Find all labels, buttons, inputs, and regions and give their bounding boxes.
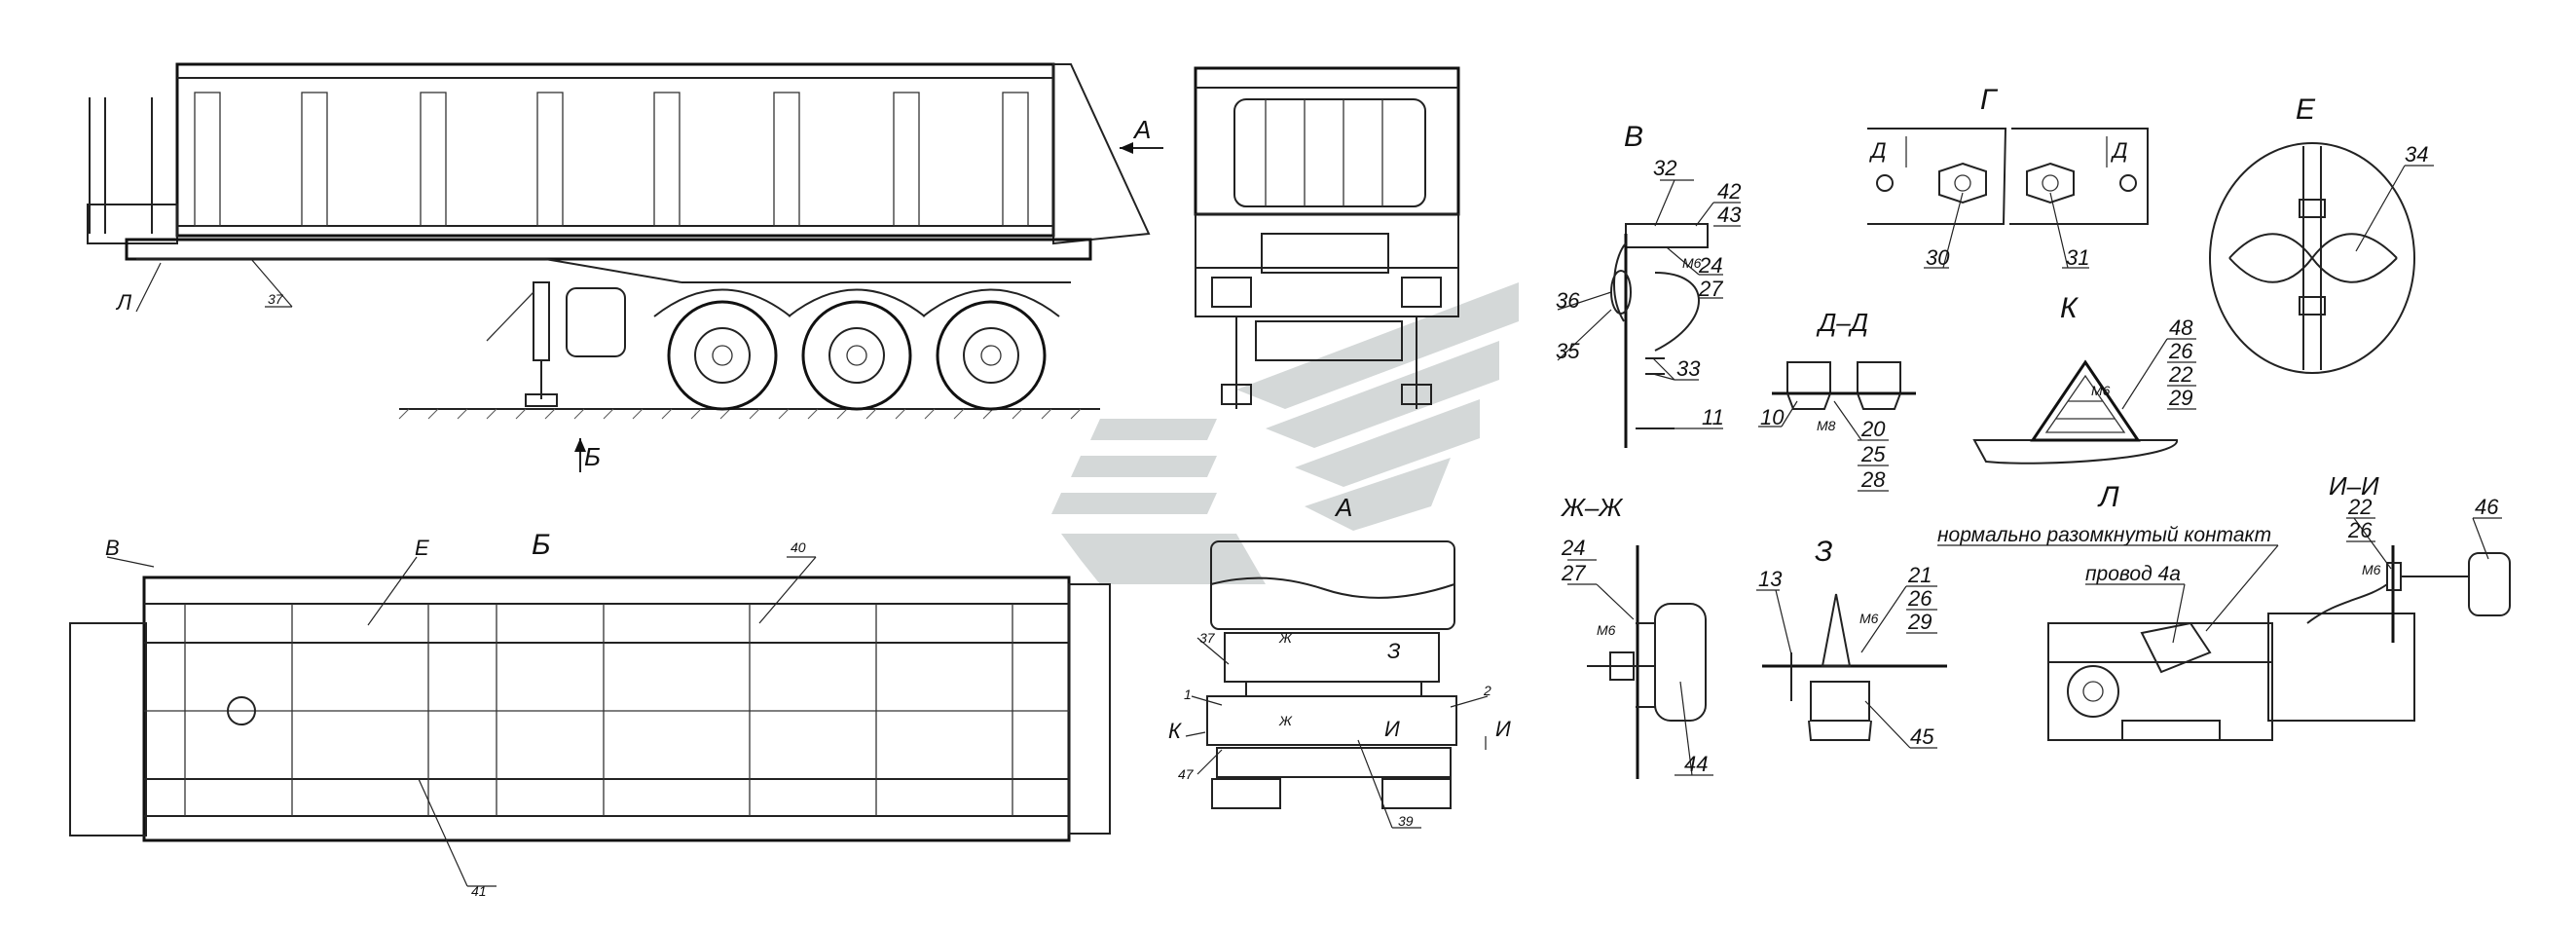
- watermark-logo: [1051, 282, 1519, 584]
- detail-ii: И–И 22 26 М6 46: [2267, 471, 2511, 722]
- callout-plan-40: 40: [791, 539, 806, 555]
- callout-ii-26: 26: [2347, 518, 2373, 542]
- rear-view: [1194, 66, 1460, 409]
- view-a-title: А: [1334, 493, 1352, 522]
- callout-v-33: 33: [1676, 356, 1701, 381]
- callout-l-note1: нормально разомкнутый контакт: [1937, 524, 2271, 546]
- callout-dd-20: 20: [1860, 417, 1886, 441]
- callout-k-29: 29: [2168, 386, 2192, 410]
- callout-k-26: 26: [2168, 339, 2193, 363]
- callout-ii-22: 22: [2347, 495, 2372, 519]
- wheel-3: [936, 300, 1047, 411]
- callout-z-13: 13: [1758, 567, 1783, 591]
- callout-dd-10: 10: [1760, 405, 1785, 429]
- callout-k-m6: М6: [2091, 383, 2111, 398]
- callout-v-11: 11: [1702, 405, 1724, 429]
- callout-dd-28: 28: [1860, 467, 1886, 492]
- callout-main-l: Л: [115, 290, 132, 315]
- callout-v-24: 24: [1698, 253, 1722, 278]
- callout-k-48: 48: [2169, 316, 2193, 340]
- callout-ii-m6: М6: [2362, 562, 2381, 577]
- callout-zh-24: 24: [1561, 536, 1585, 560]
- callout-v-43: 43: [1717, 203, 1742, 227]
- callout-plan-v: В: [105, 536, 120, 560]
- wheel-1: [667, 300, 778, 411]
- detail-zhzh: Ж–Ж 24 27 М6 44: [1560, 493, 1713, 779]
- callout-v-36: 36: [1556, 288, 1580, 313]
- callout-z-m6: М6: [1859, 611, 1879, 626]
- callout-v-42: 42: [1717, 179, 1741, 204]
- detail-e-title: Е: [2296, 93, 2316, 126]
- callout-g-d2: Д: [2110, 138, 2128, 163]
- callout-z-26: 26: [1907, 586, 1932, 611]
- callout-dd-m8: М8: [1817, 418, 1836, 433]
- detail-g-title: Г: [1980, 84, 1999, 116]
- callout-ra-37: 37: [1199, 630, 1216, 646]
- callout-g-30: 30: [1926, 245, 1950, 270]
- detail-dd-title: Д–Д: [1816, 308, 1868, 337]
- callout-z-45: 45: [1910, 725, 1934, 749]
- callout-zh-44: 44: [1684, 752, 1708, 776]
- callout-v-35: 35: [1556, 339, 1580, 363]
- detail-k: К М6 48 26 22 29: [1972, 292, 2196, 464]
- callout-ra-zh: Ж: [1278, 630, 1293, 646]
- detail-zhzh-title: Ж–Ж: [1560, 493, 1624, 522]
- detail-e: Е 34: [2209, 93, 2434, 374]
- callout-ra-z: З: [1387, 639, 1401, 663]
- callout-dd-25: 25: [1860, 442, 1886, 466]
- callout-v-27: 27: [1698, 277, 1723, 301]
- callout-ra-i: И: [1384, 717, 1400, 741]
- detail-g: Г Д Д 30 31: [1867, 84, 2149, 270]
- detail-k-title: К: [2060, 292, 2079, 324]
- detail-ii-title: И–И: [2329, 471, 2379, 501]
- callout-k-22: 22: [2168, 362, 2192, 387]
- callout-g-31: 31: [2066, 245, 2089, 270]
- detail-z-title: З: [1815, 536, 1832, 568]
- callout-ra-2: 2: [1483, 683, 1491, 698]
- callout-ra-k: К: [1168, 719, 1182, 743]
- view-arrow-b-label: Б: [584, 442, 601, 471]
- detail-l: Л нормально разомкнутый контакт провод 4…: [1937, 481, 2279, 741]
- callout-g-d1: Д: [1868, 138, 1887, 163]
- detail-v: В 32 42 43 24 27 М6 36 35 33 11: [1556, 121, 1742, 448]
- callout-ra-zh2: Ж: [1278, 713, 1293, 728]
- callout-v-32: 32: [1653, 156, 1676, 180]
- callout-v-m6: М6: [1682, 255, 1702, 271]
- callout-ra-47: 47: [1178, 766, 1195, 782]
- callout-zh-27: 27: [1561, 561, 1586, 585]
- callout-l-note2: провод 4а: [2085, 563, 2181, 585]
- callout-z-21: 21: [1907, 563, 1932, 587]
- callout-plan-e: Е: [415, 536, 429, 560]
- plan-view: Б В Е 40 41: [69, 529, 1111, 899]
- trailer-side-view: А Б Л 37: [87, 62, 1163, 472]
- callout-main-37: 37: [268, 291, 284, 307]
- callout-ra-39: 39: [1398, 813, 1414, 829]
- callout-ii-46: 46: [2475, 495, 2499, 519]
- detail-v-title: В: [1624, 121, 1643, 153]
- detail-z: З 13 21 26 29 М6 45: [1756, 536, 1947, 749]
- view-arrow-a-label: А: [1132, 115, 1151, 144]
- view-a: А 37 1 2 К 47 39 Ж Ж З И И: [1168, 493, 1511, 829]
- callout-ra-i2: И: [1495, 717, 1511, 741]
- callout-e-34: 34: [2405, 142, 2428, 167]
- callout-z-29: 29: [1907, 610, 1932, 634]
- wheel-2: [801, 300, 912, 411]
- callout-plan-41: 41: [471, 883, 487, 899]
- detail-l-title: Л: [2097, 481, 2119, 513]
- callout-ra-1: 1: [1184, 687, 1192, 702]
- detail-dd: Д–Д 10 М8 20 25 28: [1758, 308, 1916, 492]
- callout-zh-m6: М6: [1597, 622, 1616, 638]
- view-b-title: Б: [532, 529, 551, 561]
